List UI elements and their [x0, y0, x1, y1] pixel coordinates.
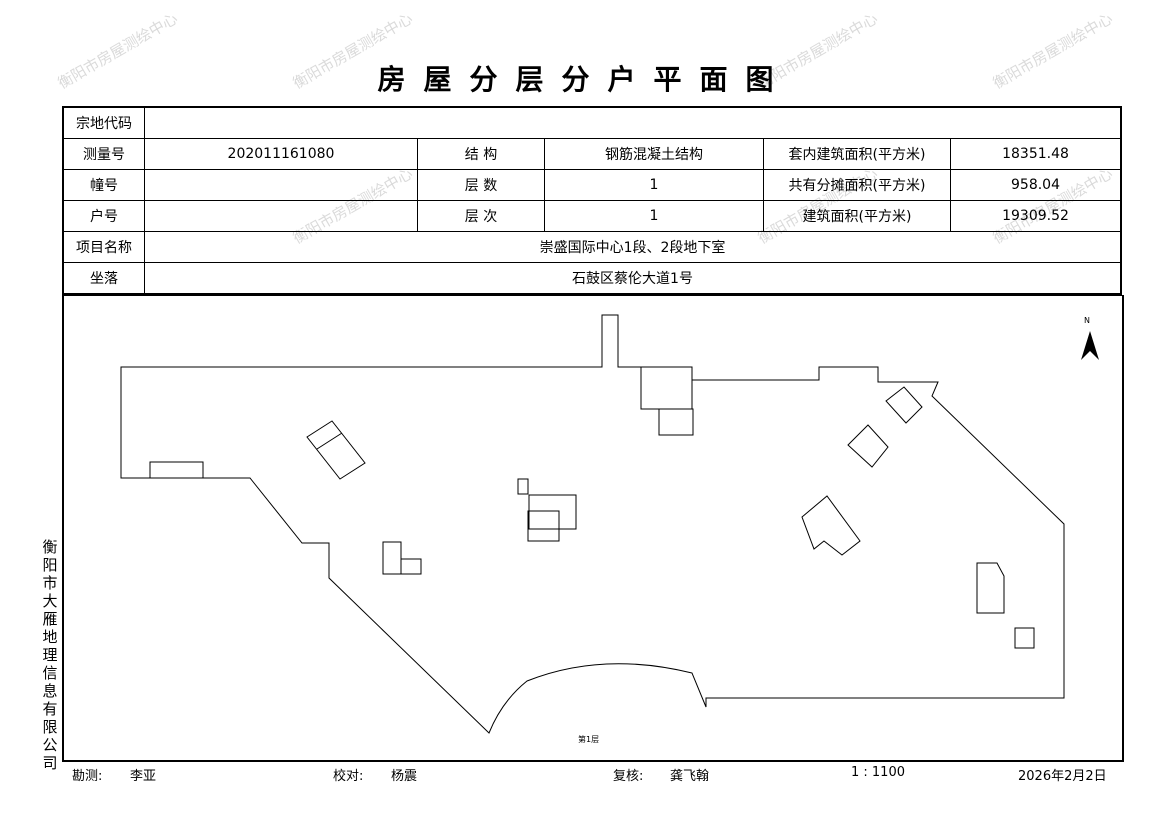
inner-area-value: 18351.48 — [950, 138, 1122, 170]
surveyor-name: 李亚 — [130, 769, 157, 784]
floors-value: 1 — [544, 169, 764, 201]
unit-no-value — [144, 200, 418, 232]
room — [306, 420, 366, 480]
unit-no-label: 户号 — [62, 200, 145, 232]
property-info-table: 宗地代码 测量号 202011161080 结 构 钢筋混凝土结构 套内建筑面积… — [62, 106, 1122, 295]
land-code-value — [144, 106, 1122, 139]
room — [885, 386, 923, 424]
room — [976, 562, 1005, 614]
reviewer-label: 复核: — [613, 769, 644, 784]
survey-no-label: 测量号 — [62, 138, 145, 170]
page-title: 房屋分层分户平面图 — [377, 63, 792, 96]
north-arrow-icon — [1081, 331, 1099, 360]
floor-label: 第1层 — [578, 735, 600, 744]
building-no-label: 幢号 — [62, 169, 145, 201]
north-label: N — [1084, 316, 1090, 325]
floors-label: 层 数 — [417, 169, 545, 201]
building-no-value — [144, 169, 418, 201]
scale: 1 : 1100 — [851, 765, 905, 780]
room — [400, 558, 422, 575]
land-code-label: 宗地代码 — [62, 106, 145, 139]
checker-name: 杨震 — [391, 769, 418, 784]
surveyor-label: 勘测: — [72, 769, 103, 784]
room — [1014, 627, 1035, 649]
room — [517, 478, 529, 495]
floor-level-label: 层 次 — [417, 200, 545, 232]
structure-value: 钢筋混凝土结构 — [544, 138, 764, 170]
building-area-label: 建筑面积(平方米) — [763, 200, 951, 232]
inner-area-label: 套内建筑面积(平方米) — [763, 138, 951, 170]
room — [658, 408, 694, 436]
room — [528, 494, 577, 530]
floor-level-value: 1 — [544, 200, 764, 232]
room — [847, 424, 889, 468]
project-label: 项目名称 — [62, 231, 145, 263]
company-name: 衡阳市大雁地理信息有限公司 — [42, 538, 58, 772]
survey-no-value: 202011161080 — [144, 138, 418, 170]
reviewer-name: 龚飞翰 — [670, 769, 710, 784]
room — [527, 510, 560, 542]
location-label: 坐落 — [62, 262, 145, 295]
room — [382, 541, 402, 575]
date: 2026年2月2日 — [1018, 769, 1107, 784]
floor-plan-area: N — [62, 295, 1124, 762]
shared-area-value: 958.04 — [950, 169, 1122, 201]
floor-plan-drawing — [120, 314, 1099, 734]
room — [801, 495, 861, 556]
structure-label: 结 构 — [417, 138, 545, 170]
location-value: 石鼓区蔡伦大道1号 — [144, 262, 1122, 295]
building-outline — [120, 314, 1065, 734]
shared-area-label: 共有分摊面积(平方米) — [763, 169, 951, 201]
building-area-value: 19309.52 — [950, 200, 1122, 232]
project-value: 崇盛国际中心1段、2段地下室 — [144, 231, 1122, 263]
room — [149, 461, 204, 479]
room — [640, 366, 693, 410]
checker-label: 校对: — [333, 769, 364, 784]
